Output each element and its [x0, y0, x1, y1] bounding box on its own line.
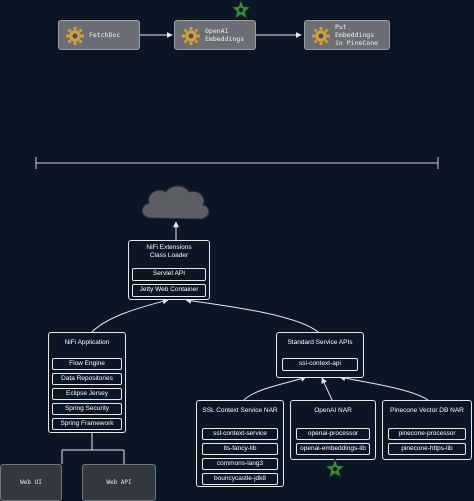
- web-ui-box: Web UI: [0, 464, 62, 501]
- web-ui-label: Web UI: [20, 479, 42, 486]
- ssl-to-std: [243, 376, 307, 401]
- ssl-context-nar-title: SSL Context Service NAR: [202, 407, 278, 414]
- openai-to-std: [321, 377, 333, 401]
- ssl-item-commons-lang3: commons-lang3: [202, 458, 278, 470]
- gear-icon: [182, 27, 200, 45]
- app-item-flow-engine: Flow Engine: [52, 358, 122, 370]
- gear-icon: [66, 27, 84, 45]
- nifi-application-title: NiFi Application: [64, 339, 110, 346]
- ssl-item-ssl-context-service: ssl-context-service: [202, 428, 278, 440]
- star-badge-icon: [230, 0, 252, 20]
- openai-nar-title: OpenAI NAR: [314, 407, 352, 414]
- gear-icon: [312, 27, 330, 45]
- web-api-box: Web API: [82, 464, 156, 501]
- openai-item-processor: openai-processor: [296, 428, 370, 440]
- star-badge-icon: [324, 459, 346, 479]
- pinecone-item-processor: pinecone-processor: [388, 428, 466, 440]
- web-api-label: Web API: [106, 479, 132, 486]
- openai-item-embeddings-lib: openai-embeddings-lib: [296, 443, 370, 455]
- app-item-spring-security: Spring Security: [52, 403, 122, 415]
- pinecone-to-std: [339, 375, 429, 401]
- servlet-api-item: Servlet API: [132, 268, 206, 281]
- processor-label-line-2: Embeddings: [205, 35, 245, 43]
- processor-openai-embeddings[interactable]: OpenAI Embeddings: [174, 20, 256, 50]
- app-item-data-repositories: Data Repositories: [52, 373, 122, 385]
- processor-fetchdoc[interactable]: FetchDoc: [58, 20, 140, 50]
- processor-put-embeddings-pinecone[interactable]: Put Embeddings in PineCone: [304, 20, 390, 50]
- std-to-loader: [185, 297, 319, 333]
- cloud-shape: [141, 185, 210, 220]
- ssl-item-tls-fancy-lib: tls-fancy-lib: [202, 443, 278, 455]
- app-item-eclipse-jersey: Eclipse Jersey: [52, 388, 122, 400]
- pinecone-item-https-lib: pinecone-https-lib: [388, 443, 466, 455]
- pinecone-nar-title: Pinecone Vector DB NAR: [390, 407, 464, 414]
- std-item-ssl-context-api: ssl-context-api: [282, 358, 358, 371]
- ssl-item-bouncycastle: bouncycastle-jdk8: [202, 473, 278, 485]
- processor-label: FetchDoc: [89, 31, 121, 39]
- standard-service-apis-title: Standard Service APIs: [287, 339, 353, 346]
- jetty-container-item: Jetty Web Container: [132, 284, 206, 297]
- processor-label-line-1: OpenAI: [205, 27, 229, 35]
- processor-label-line-1: Put Embeddings: [335, 23, 375, 39]
- app-item-spring-framework: Spring Framework: [52, 418, 122, 430]
- app-to-loader: [91, 298, 169, 333]
- processor-label-line-2: in PineCone: [335, 39, 379, 47]
